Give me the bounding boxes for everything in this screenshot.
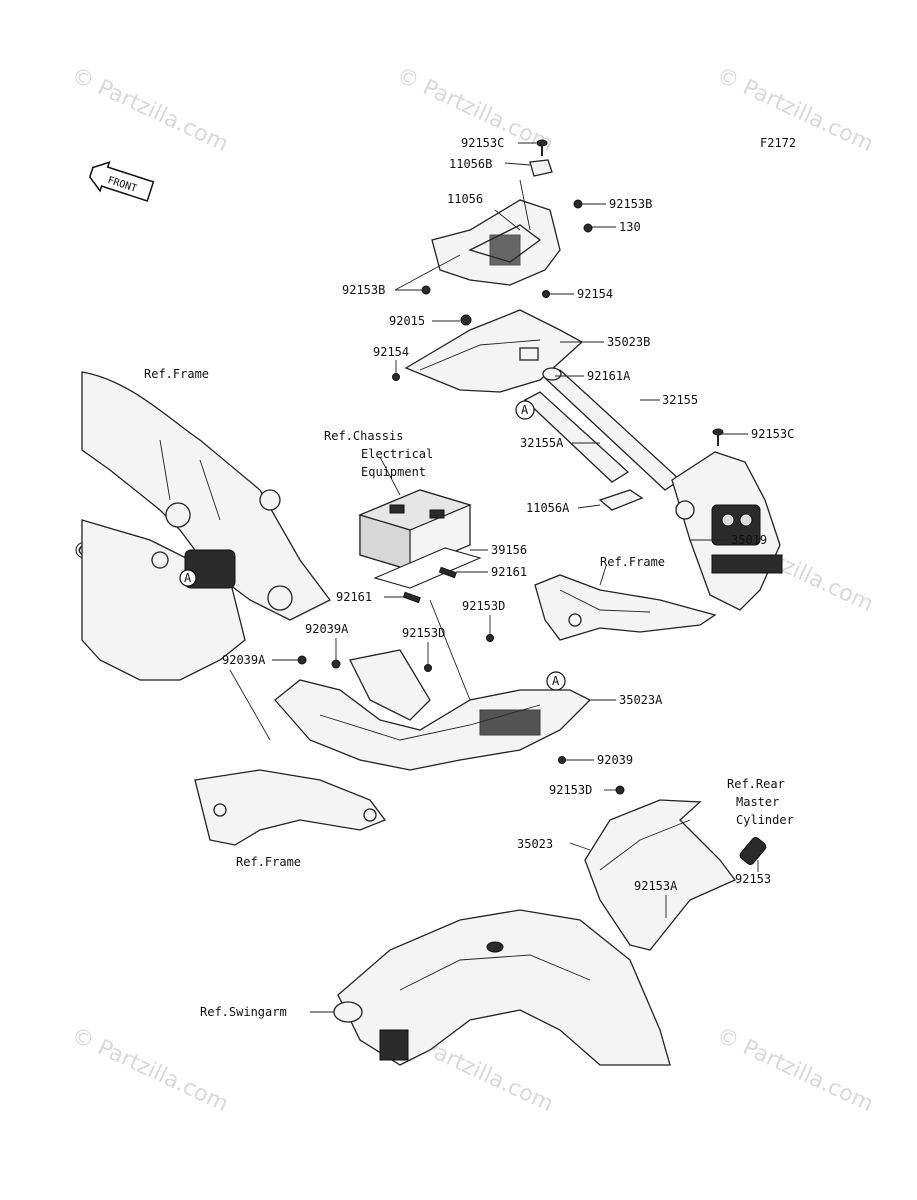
frame-bottom-shape (194, 769, 387, 846)
tube-32155a-shape (523, 391, 630, 483)
part-label-11056: 11056 (447, 192, 483, 206)
bolt-92153d-c-icon (615, 785, 625, 795)
mat-39156-shape (373, 547, 482, 589)
callout-a-label: A (521, 403, 529, 417)
part-label-92039a-b: 92039A (222, 653, 266, 667)
callout-a-bottom: A (546, 671, 566, 691)
part-label-92161-left: 92161 (336, 590, 372, 604)
front-arrow-icon: FRONT (88, 161, 155, 202)
part-label-39156: 39156 (491, 543, 527, 557)
tail-light-35019-shape (671, 451, 783, 611)
bolt-92153d-b-icon (424, 664, 432, 672)
part-label-92154-right: 92154 (577, 287, 613, 301)
tube-32155-shape (542, 367, 682, 491)
bolt-92153-icon (739, 837, 767, 865)
part-label-92154-left: 92154 (373, 345, 409, 359)
part-label-92153a: 92153A (634, 879, 678, 893)
part-label-32155a: 32155A (520, 436, 564, 450)
ref-rear-master-label-line2: Master (736, 795, 779, 809)
ref-frame-bottom-label: Ref.Frame (236, 855, 301, 869)
part-label-11056b: 11056B (449, 157, 492, 171)
bolt-92153d-a-icon (486, 634, 494, 642)
part-label-32155: 32155 (662, 393, 698, 407)
ref-chassis-label-line2: Electrical (361, 447, 433, 461)
bolt-92153b-right-icon (573, 199, 583, 209)
part-label-92153c-top: 92153C (461, 136, 504, 150)
bolt-92154-left-icon (392, 373, 400, 381)
reference-labels: Ref.Frame Ref.Chassis Electrical Equipme… (144, 367, 794, 1019)
part-label-92015: 92015 (389, 314, 425, 328)
pin-92161-right-shape (438, 566, 457, 579)
callout-a-left: A (179, 569, 197, 587)
bolt-92153c-right-icon (712, 428, 724, 446)
callout-a-label: A (552, 674, 560, 688)
part-label-92161-right: 92161 (491, 565, 527, 579)
part-label-92153: 92153 (735, 872, 771, 886)
bolt-92039-icon (558, 756, 566, 764)
frame-left-shape (81, 371, 331, 681)
part-label-92039: 92039 (597, 753, 633, 767)
part-label-92153b-right: 92153B (609, 197, 652, 211)
part-label-92153d-b: 92153D (402, 626, 445, 640)
ref-rear-master-label-line1: Ref.Rear (727, 777, 785, 791)
ref-rear-master-label-line3: Cylinder (736, 813, 794, 827)
cowl-35023a-shape (274, 649, 592, 771)
part-label-92153d-c: 92153D (549, 783, 592, 797)
figure-code: F2172 (760, 136, 796, 150)
part-label-92153b-left: 92153B (342, 283, 385, 297)
part-label-92153d-a: 92153D (462, 599, 505, 613)
watermark: © Partzilla.com (67, 1023, 231, 1117)
swingarm-shape (333, 909, 671, 1066)
bolt-92154-right-icon (542, 290, 550, 298)
leader-lines (229, 142, 759, 1013)
bolt-92039a-a-icon (331, 659, 341, 669)
bolt-92039a-b-icon (297, 655, 307, 665)
ref-swingarm-label: Ref.Swingarm (200, 1005, 287, 1019)
ref-chassis-label-line3: Equipment (361, 465, 426, 479)
ref-frame-right-label: Ref.Frame (600, 555, 665, 569)
clip-11056b-shape (529, 159, 553, 177)
nut-92015-icon (460, 314, 472, 326)
part-label-130: 130 (619, 220, 641, 234)
part-label-35023b: 35023B (607, 335, 650, 349)
part-label-92039a-a: 92039A (305, 622, 349, 636)
ref-frame-top-label: Ref.Frame (144, 367, 209, 381)
part-label-35023a: 35023A (619, 693, 663, 707)
part-label-35023: 35023 (517, 837, 553, 851)
part-label-35019: 35019 (731, 533, 767, 547)
bolt-92153c-top-icon (536, 139, 548, 156)
side-cover-35023-shape (584, 799, 737, 951)
part-label-92161a: 92161A (587, 369, 631, 383)
bolt-130-icon (583, 223, 593, 233)
callout-a-label: A (184, 571, 192, 585)
callout-a-top: A (515, 400, 535, 420)
part-labels: 92153C 11056B 11056 92153B 130 92153B 92… (222, 136, 794, 893)
pin-92161-left-shape (402, 591, 421, 604)
frame-right-shape (534, 574, 717, 641)
watermark: © Partzilla.com (67, 63, 231, 157)
part-label-11056a: 11056A (526, 501, 570, 515)
tray-35023b-shape (404, 309, 584, 393)
clip-11056a-shape (598, 489, 644, 511)
watermark: © Partzilla.com (712, 1023, 876, 1117)
bracket-11056-shape (431, 179, 561, 286)
part-label-92153c-right: 92153C (751, 427, 794, 441)
bolt-92153b-left-icon (421, 285, 431, 295)
ref-chassis-label-line1: Ref.Chassis (324, 429, 403, 443)
